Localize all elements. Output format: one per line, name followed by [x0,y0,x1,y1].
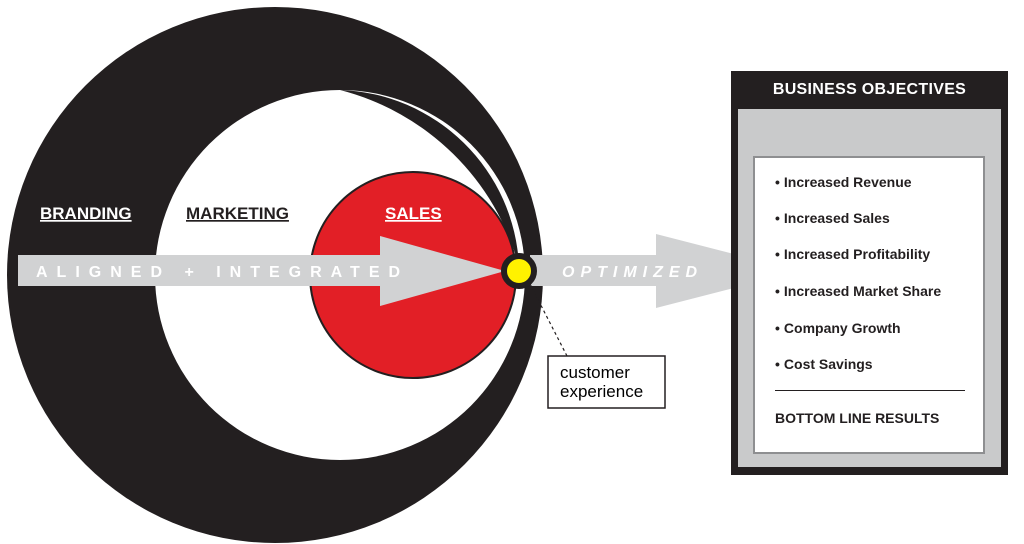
objective-item: •Increased Sales [775,210,890,226]
optimized-text: OPTIMIZED [562,264,703,281]
callout-box [547,355,666,409]
bullet: • [775,246,780,262]
objective-label: Increased Profitability [783,246,931,262]
aligned-integrated-text: ALIGNED + INTEGRATED [36,264,409,281]
objective-label: Increased Sales [783,210,890,226]
customer-experience-point [501,253,537,289]
bullet: • [775,320,780,336]
marketing-label: MARKETING [186,204,289,223]
objective-item: •Increased Market Share [775,283,941,299]
objective-item: •Increased Profitability [775,246,930,262]
branding-label: BRANDING [40,204,132,223]
bullet: • [775,283,780,299]
objective-item: •Company Growth [775,320,901,336]
bottom-line-results: BOTTOM LINE RESULTS [775,410,940,426]
callout-line-2: experience [560,382,643,401]
bullet: • [775,174,780,190]
objectives-divider [775,390,965,391]
optimized-arrow [530,234,800,308]
objective-label: Company Growth [783,320,901,336]
objective-item: •Cost Savings [775,356,873,372]
objective-label: Increased Market Share [783,283,942,299]
objective-item: •Increased Revenue [775,174,912,190]
marketing-ring-edge [340,90,519,266]
business-objectives-title: BUSINESS OBJECTIVES [772,81,967,98]
callout-line-1: customer [560,363,630,382]
aligned-integrated-arrow [18,236,505,306]
callout-leader-line [529,283,568,357]
objective-label: Cost Savings [783,356,873,372]
bullet: • [775,356,780,372]
objective-label: Increased Revenue [783,174,912,190]
bullet: • [775,210,780,226]
sales-label: SALES [385,204,442,223]
business-objectives-list: •Increased Revenue •Increased Sales •Inc… [753,156,985,454]
